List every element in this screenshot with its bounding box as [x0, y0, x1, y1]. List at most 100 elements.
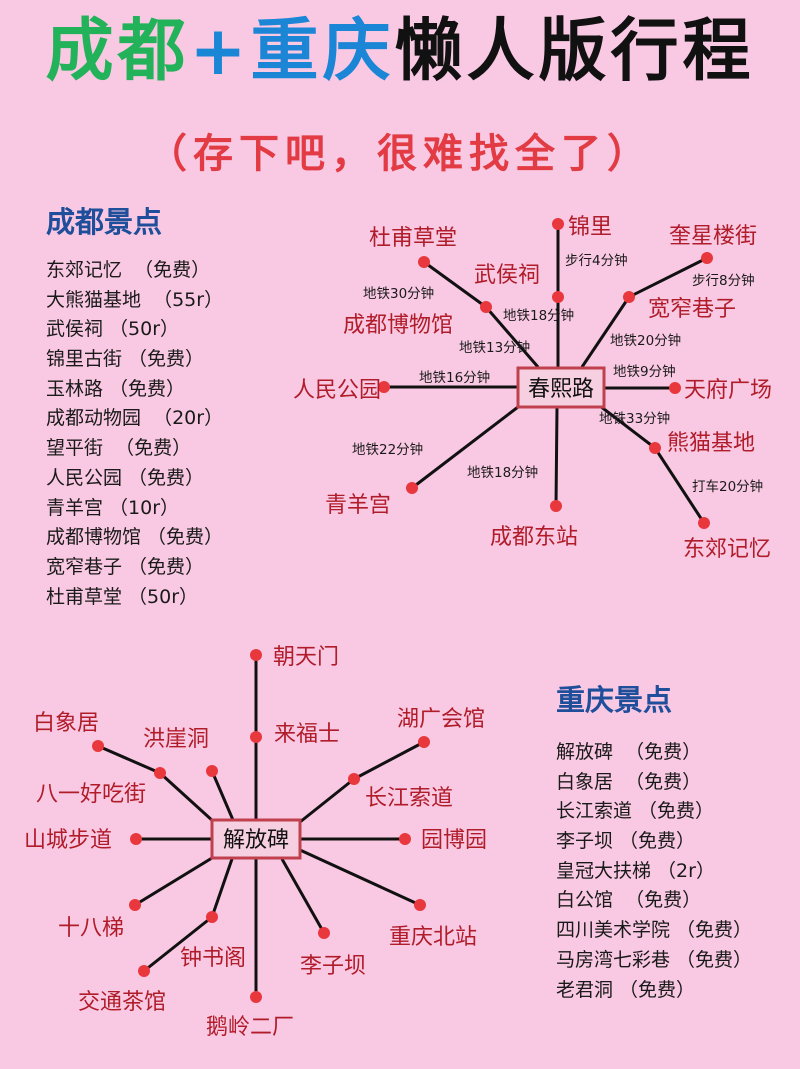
- edge-label-museum-hub: 地铁13分钟: [459, 339, 530, 356]
- node-label-renmin: 人民公园: [293, 378, 381, 403]
- list-item: 李子坝 （免费）: [556, 830, 696, 853]
- list-item: 白象居 （免费）: [556, 770, 702, 793]
- node-label-east-station: 成都东站: [490, 525, 578, 550]
- node-label-huguang: 湖广会馆: [397, 707, 485, 732]
- node-label-north-station: 重庆北站: [389, 925, 477, 950]
- edge-label-panda-hub: 地铁33分钟: [599, 410, 670, 427]
- node-label-hongyadong: 洪崖洞: [143, 727, 209, 752]
- node-dot-eling: [250, 991, 262, 1003]
- node-label-kuanzhai: 宽窄巷子: [648, 297, 736, 322]
- list-item: 皇冠大扶梯 （2r）: [556, 859, 715, 882]
- node-label-tianfu: 天府广场: [684, 378, 772, 403]
- node-dot-renmin: [378, 381, 390, 393]
- node-label-baixiangju: 白象居: [33, 711, 99, 736]
- list-item: 武侯祠 （50r）: [46, 318, 180, 341]
- edge-label-dufu-museum: 地铁30分钟: [363, 285, 434, 302]
- list-item: 马房湾七彩巷 （免费）: [556, 948, 753, 971]
- node-label-laifushi: 来福士: [274, 722, 340, 747]
- edge-label-wuhou-hub: 地铁18分钟: [503, 307, 574, 324]
- node-label-zhongshuge: 钟书阁: [180, 946, 246, 971]
- edge-east-hub: [554, 406, 559, 507]
- edge-panda-hub: [599, 404, 656, 450]
- list-item: 杜甫草堂 （50r）: [46, 585, 199, 608]
- edge-dongjiao-panda: [653, 447, 706, 524]
- title-chongqing: 重庆: [250, 12, 395, 91]
- node-dot-wuhou: [552, 291, 564, 303]
- node-dot-shibati: [129, 899, 141, 911]
- chengdu-route-map: 春熙路 杜甫草堂 成都博物馆 锦里 武侯祠 奎星楼街 宽窄巷子 人民公园 天府广…: [293, 215, 772, 562]
- subtitle: （存下吧，很难找全了）: [147, 131, 653, 177]
- chengdu-heading: 成都景点: [46, 205, 163, 239]
- edge-kuanzhai-hub: [580, 296, 631, 368]
- node-label-chaotianmen: 朝天门: [273, 645, 339, 670]
- edge-label-dongjiao-panda: 打车20分钟: [692, 478, 763, 495]
- chengdu-attraction-list: 东郊记忆 （免费） 大熊猫基地 （55r） 武侯祠 （50r） 锦里古街 （免费…: [46, 256, 223, 612]
- edge-huguang-cableway: [353, 740, 425, 781]
- node-label-yuanboyuan: 园博园: [421, 828, 487, 853]
- list-item: 长江索道 （免费）: [556, 800, 715, 823]
- title-rest: 懒人版行程: [394, 12, 755, 91]
- list-item: 白公馆 （免费）: [556, 889, 702, 912]
- node-label-wuhou: 武侯祠: [474, 263, 540, 288]
- chengdu-hub-label: 春熙路: [528, 377, 594, 402]
- node-dot-liziba: [318, 927, 330, 939]
- chongqing-route-map: 解放碑 朝天门 来福士 白象居 八一好吃街 洪崖洞 湖广会馆 长江索道 山城步道…: [24, 645, 487, 1040]
- node-dot-jiaotong: [138, 965, 150, 977]
- node-label-shancheng: 山城步道: [24, 828, 112, 853]
- edge-label-tianfu-hub: 地铁9分钟: [613, 363, 676, 380]
- edge-hongyadong-hub: [210, 770, 235, 821]
- node-dot-baixiangju: [92, 740, 104, 752]
- node-dot-qingyang: [406, 482, 418, 494]
- node-dot-jinli: [552, 218, 564, 230]
- chongqing-hub-label: 解放碑: [223, 828, 289, 853]
- node-dot-kuanzhai: [623, 291, 635, 303]
- node-label-liziba: 李子坝: [300, 954, 366, 979]
- node-dot-east-station: [550, 500, 562, 512]
- chengdu-hub-box: [516, 366, 606, 409]
- node-dot-hongyadong: [206, 765, 218, 777]
- edge-label-east-hub: 地铁18分钟: [467, 464, 538, 481]
- edge-cableway-hub: [299, 777, 355, 824]
- node-dot-museum: [480, 301, 492, 313]
- node-dot-dufu: [418, 256, 430, 268]
- edge-zhongshuge-hub: [210, 858, 234, 918]
- node-dot-bayi: [154, 767, 166, 779]
- title-chengdu: 成都: [45, 12, 190, 91]
- chongqing-attraction-list: 解放碑 （免费） 白象居 （免费） 长江索道 （免费） 李子坝 （免费） 皇冠大…: [556, 738, 752, 1005]
- node-label-museum: 成都博物馆: [343, 313, 453, 338]
- edge-liziba-hub: [280, 858, 326, 934]
- node-dot-shancheng: [130, 833, 142, 845]
- node-dot-kuixing: [701, 252, 713, 264]
- node-label-cableway: 长江索道: [365, 786, 453, 811]
- node-dot-cableway: [348, 773, 360, 785]
- edge-kuixing-kuanzhai: [628, 256, 708, 299]
- list-item: 人民公园 （免费）: [46, 466, 205, 489]
- chongqing-hub-box: [210, 818, 302, 860]
- node-dot-tianfu: [669, 382, 681, 394]
- edge-dufu-museum: [423, 260, 487, 309]
- node-label-shibati: 十八梯: [58, 916, 124, 941]
- list-item: 锦里古街 （免费）: [46, 348, 205, 371]
- list-item: 成都动物园 （20r）: [46, 407, 224, 430]
- node-dot-panda: [649, 442, 661, 454]
- node-dot-yuanboyuan: [399, 833, 411, 845]
- list-item: 解放碑 （免费）: [556, 741, 702, 763]
- edge-bayi-hub: [158, 771, 216, 824]
- title-plus: +: [189, 12, 251, 91]
- node-dot-huguang: [418, 736, 430, 748]
- node-dot-zhongshuge: [206, 911, 218, 923]
- list-item: 玉林路 （免费）: [46, 377, 186, 400]
- edge-shibati-hub: [134, 856, 213, 907]
- edge-label-kuixing-kuanzhai: 步行8分钟: [692, 272, 755, 289]
- node-label-dongjiao: 东郊记忆: [683, 537, 771, 562]
- node-label-dufu: 杜甫草堂: [369, 226, 457, 251]
- page-title: 成都+重庆懒人版行程: [0, 12, 800, 92]
- node-dot-north-station: [414, 899, 426, 911]
- list-item: 青羊宫 （10r）: [46, 496, 180, 519]
- edge-label-renmin-hub: 地铁16分钟: [419, 369, 490, 386]
- list-item: 望平街 （免费）: [46, 437, 192, 460]
- list-item: 老君洞 （免费）: [556, 978, 696, 1001]
- edge-label-qingyang-hub: 地铁22分钟: [352, 441, 423, 458]
- node-label-bayi: 八一好吃街: [36, 782, 146, 807]
